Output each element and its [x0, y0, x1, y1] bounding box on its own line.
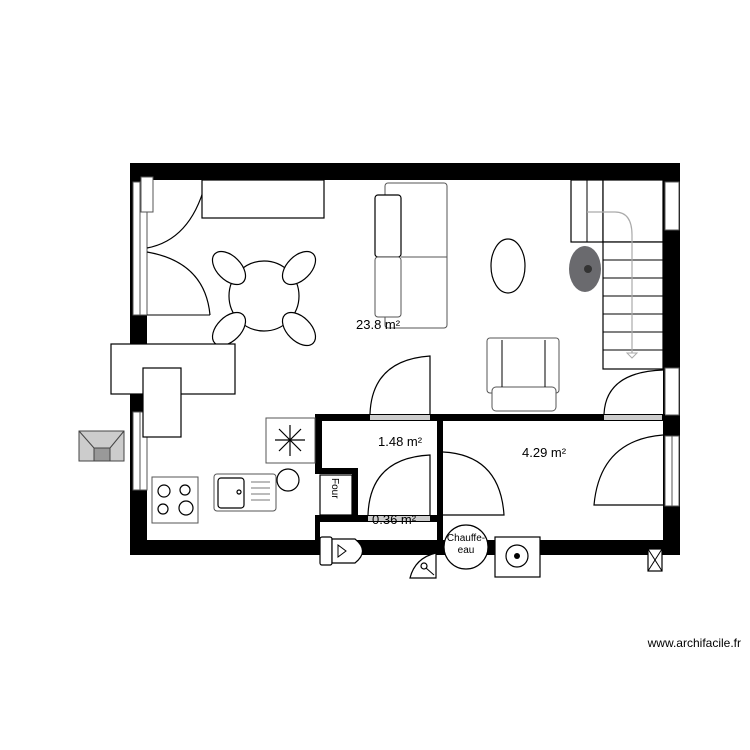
room-area-bathroom: 4.29 m² — [522, 445, 567, 460]
window-right-middle — [664, 367, 680, 416]
sink — [213, 473, 277, 512]
room-area-closet: 0.36 m² — [372, 512, 417, 527]
staircase — [570, 179, 664, 370]
window-right-top — [664, 181, 680, 231]
water-heater — [443, 524, 489, 570]
door-entry-lower — [146, 251, 211, 316]
door-living-wc — [369, 355, 431, 415]
washbasin — [409, 552, 437, 579]
water-heater-label-1: Chauffe- — [447, 533, 485, 544]
chair — [211, 311, 247, 347]
dishwasher-tap — [276, 468, 300, 492]
oven-label: Four — [329, 478, 340, 499]
door-wc — [367, 454, 431, 516]
door-bathroom — [442, 451, 505, 516]
bar-counter — [142, 367, 182, 438]
coffee-table — [490, 238, 526, 294]
room-area-living: 23.8 m² — [356, 317, 401, 332]
interior-walls — [315, 414, 665, 540]
door-stair — [603, 369, 664, 415]
room-area-wc: 1.48 m² — [378, 434, 423, 449]
extractor-hood — [78, 430, 125, 462]
vent — [647, 548, 663, 572]
sofa — [374, 182, 448, 329]
radiator — [140, 176, 154, 213]
sideboard — [201, 179, 325, 219]
toilet — [319, 536, 364, 566]
dining-table — [228, 260, 300, 332]
door-entry-upper — [146, 184, 206, 249]
shower — [494, 536, 541, 578]
chair — [281, 311, 317, 347]
water-heater-label-2: eau — [458, 545, 475, 556]
watermark[interactable]: www.archifacile.fr — [647, 636, 741, 650]
door-bathroom-exterior — [593, 434, 664, 506]
chair — [211, 250, 247, 286]
furniture — [78, 179, 664, 579]
freezer — [265, 417, 316, 464]
oven — [319, 474, 353, 516]
armchair — [486, 337, 560, 412]
chair — [281, 250, 317, 286]
windows — [132, 176, 680, 507]
cooktop — [151, 476, 199, 524]
